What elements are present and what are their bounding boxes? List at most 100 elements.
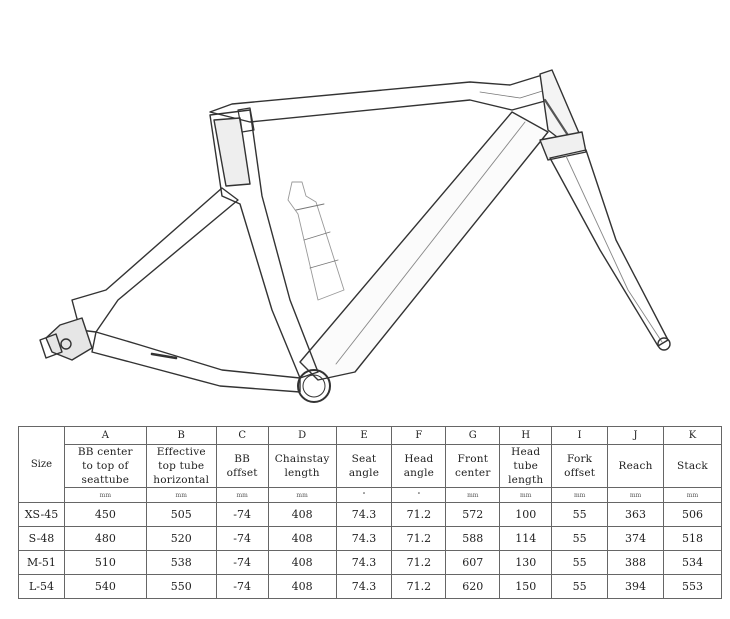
column-letter: K xyxy=(663,426,722,445)
bike-frame-drawing xyxy=(39,69,671,403)
column-unit: mm xyxy=(215,487,269,503)
table-cell: -74 xyxy=(215,550,269,575)
table-cell: 374 xyxy=(607,526,664,551)
table-cell: -74 xyxy=(215,502,269,527)
column-unit: mm xyxy=(499,487,553,503)
bottom-bracket xyxy=(297,369,331,403)
table-cell: 408 xyxy=(267,574,337,599)
table-cell: 71.2 xyxy=(391,526,447,551)
table-cell: 518 xyxy=(663,526,722,551)
table-cell: 388 xyxy=(607,550,664,575)
table-cell: 55 xyxy=(551,502,609,527)
column-unit: mm xyxy=(551,487,609,503)
column-letter: H xyxy=(499,426,553,445)
size-cell: S-48 xyxy=(18,526,65,551)
table-cell: 363 xyxy=(607,502,664,527)
down-tube xyxy=(299,111,549,381)
table-cell: 520 xyxy=(145,526,217,551)
table-cell: 130 xyxy=(499,550,553,575)
water-bottle xyxy=(287,181,345,301)
bottle-cage xyxy=(295,203,339,269)
column-letter: J xyxy=(607,426,664,445)
size-header: Size xyxy=(18,426,65,503)
table-cell: 55 xyxy=(551,574,609,599)
chainstay-slot xyxy=(150,352,178,360)
column-letter: B xyxy=(145,426,217,445)
table-cell: 114 xyxy=(499,526,553,551)
column-letter: C xyxy=(215,426,269,445)
table-cell: 408 xyxy=(267,502,337,527)
table-cell: 620 xyxy=(445,574,501,599)
table-cell: 408 xyxy=(267,526,337,551)
down-tube-shading xyxy=(335,121,526,365)
column-unit: ° xyxy=(335,487,393,503)
column-letter: E xyxy=(335,426,393,445)
table-row: M-51 510 538 -74 408 74.3 71.2 607 130 5… xyxy=(18,550,722,575)
column-label: Stack xyxy=(663,444,722,488)
table-cell: 505 xyxy=(145,502,217,527)
table-cell: 588 xyxy=(445,526,501,551)
table-cell: 71.2 xyxy=(391,550,447,575)
table-cell: 480 xyxy=(63,526,147,551)
table-cell: 74.3 xyxy=(335,574,393,599)
table-cell: 607 xyxy=(445,550,501,575)
column-unit: mm xyxy=(663,487,722,503)
seat-post-slot xyxy=(213,117,251,187)
seat-tube xyxy=(209,109,319,379)
column-unit: mm xyxy=(445,487,501,503)
top-tube-shading xyxy=(479,87,553,99)
table-row: S-48 480 520 -74 408 74.3 71.2 588 114 5… xyxy=(18,526,722,551)
table-cell: 74.3 xyxy=(335,502,393,527)
column-letter: G xyxy=(445,426,501,445)
table-cell: -74 xyxy=(215,526,269,551)
chain-stays xyxy=(91,331,301,393)
table-cell: 394 xyxy=(607,574,664,599)
size-cell: M-51 xyxy=(18,550,65,575)
table-cell: 55 xyxy=(551,550,609,575)
table-cell: -74 xyxy=(215,574,269,599)
table-cell: 74.3 xyxy=(335,526,393,551)
front-dropout xyxy=(657,337,671,351)
derailleur-hanger xyxy=(39,333,63,359)
seat-stays xyxy=(71,187,239,333)
column-letter: F xyxy=(391,426,447,445)
table-cell: 100 xyxy=(499,502,553,527)
table-cell: 71.2 xyxy=(391,574,447,599)
rear-axle xyxy=(60,338,72,350)
column-unit: ° xyxy=(391,487,447,503)
table-cell: 506 xyxy=(663,502,722,527)
table-row: XS-45 450 505 -74 408 74.3 71.2 572 100 … xyxy=(18,502,722,527)
table-cell: 74.3 xyxy=(335,550,393,575)
table-cell: 71.2 xyxy=(391,502,447,527)
table-cell: 553 xyxy=(663,574,722,599)
column-label: Reach xyxy=(607,444,664,488)
column-letter: A xyxy=(63,426,147,445)
table-cell: 55 xyxy=(551,526,609,551)
rear-dropout xyxy=(45,317,93,361)
table-cell: 538 xyxy=(145,550,217,575)
column-unit: mm xyxy=(63,487,147,503)
size-cell: XS-45 xyxy=(18,502,65,527)
column-unit-row: mm mm mm mm ° ° mm mm mm mm mm xyxy=(19,487,722,503)
table-row: L-54 540 550 -74 408 74.3 71.2 620 150 5… xyxy=(18,574,722,599)
column-letter: I xyxy=(551,426,609,445)
table-cell: 510 xyxy=(63,550,147,575)
table-cell: 150 xyxy=(499,574,553,599)
table-cell: 408 xyxy=(267,550,337,575)
column-unit: mm xyxy=(607,487,664,503)
table-cell: 450 xyxy=(63,502,147,527)
size-cell: L-54 xyxy=(18,574,65,599)
bottom-bracket-inner xyxy=(302,374,326,398)
fork-blade-inner xyxy=(565,155,663,343)
